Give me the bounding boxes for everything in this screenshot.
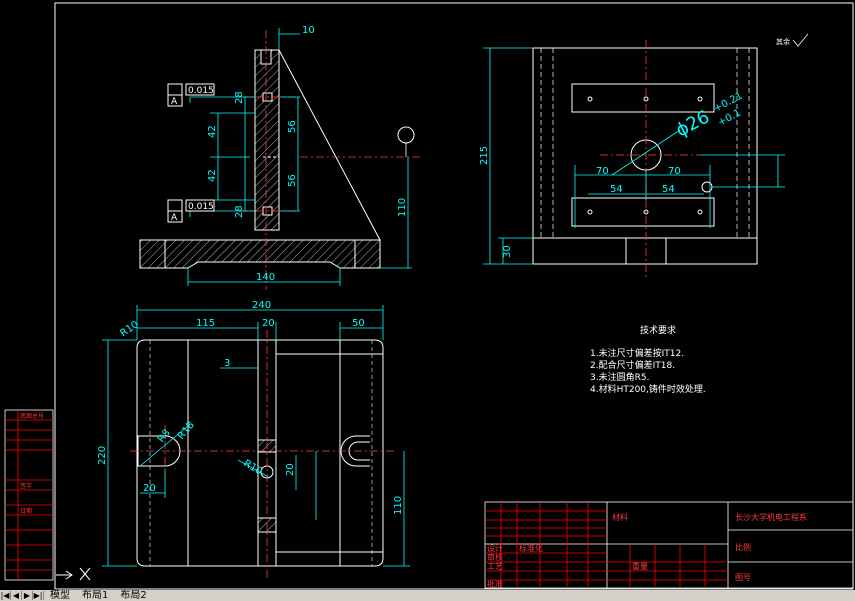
ucs-icon <box>56 567 91 581</box>
dim-30: 30 <box>502 245 513 258</box>
title-process: 工艺 <box>487 562 503 571</box>
top-view <box>136 339 384 567</box>
title-sheet: 图号 <box>735 573 751 582</box>
tab-model[interactable]: 模型 <box>50 590 70 601</box>
dim-20-b: 20 <box>143 483 156 494</box>
dim-42-b: 42 <box>207 169 218 182</box>
drawing-frame <box>54 2 854 590</box>
dim-140: 140 <box>256 272 275 283</box>
datum-circle <box>397 126 415 144</box>
title-check: 审核 <box>487 552 503 562</box>
dim-115: 115 <box>196 318 215 329</box>
dim-20-c: 20 <box>285 463 296 476</box>
side-dimensions <box>483 47 785 265</box>
left-label-2: 签字 <box>20 482 32 490</box>
tab-last-icon[interactable]: ▶| <box>33 591 44 600</box>
dim-56-a: 56 <box>287 120 298 133</box>
tol-datum-1: A <box>171 97 178 107</box>
dim-215: 215 <box>479 146 490 165</box>
dim-r10-b: R10 <box>242 458 265 477</box>
dim-220: 220 <box>97 446 108 465</box>
dim-240: 240 <box>252 300 271 311</box>
dim-28-b: 28 <box>234 205 245 218</box>
tab-prev-icon[interactable]: ◀ <box>11 591 22 600</box>
tab-first-icon[interactable]: |◀ <box>0 591 11 600</box>
title-school: 长沙大学机电工程系 <box>735 512 807 522</box>
top-dimensions <box>102 305 410 567</box>
tab-layout2[interactable]: 布局2 <box>120 590 147 601</box>
left-label-1: 底图总号 <box>20 412 44 420</box>
roughness-note: 其余 <box>776 37 790 46</box>
note-2: 2.配合尺寸偏差IT18. <box>590 359 675 371</box>
dim-56-b: 56 <box>287 174 298 187</box>
left-label-3: 日期 <box>20 507 32 515</box>
dim-54-a: 54 <box>610 184 623 195</box>
dim-r10-a: R10 <box>118 319 140 339</box>
note-3: 3.未注圆角R5. <box>590 371 649 383</box>
dim-50: 50 <box>352 318 365 329</box>
front-section-view <box>139 49 381 269</box>
dim-42-a: 42 <box>207 125 218 138</box>
note-1: 1.未注尺寸偏差按IT12. <box>590 347 684 359</box>
tolerance-frame-2: 0.015 A <box>167 199 215 223</box>
dim-54-b: 54 <box>662 184 675 195</box>
title-weight: 重量 <box>632 561 648 571</box>
title-design: 设计 <box>487 543 503 553</box>
dim-70-a: 70 <box>596 166 609 177</box>
dim-110-a: 110 <box>397 198 408 217</box>
side-view <box>532 47 758 265</box>
title-block <box>484 501 854 589</box>
front-dimensions <box>187 28 412 286</box>
tol-value-2: 0.015 <box>188 202 214 212</box>
layout-tab-bar: |◀ ◀ ▶ ▶| 模型 布局1 布局2 <box>0 590 855 601</box>
tab-layout1[interactable]: 布局1 <box>82 590 109 601</box>
dim-20-a: 20 <box>262 318 275 329</box>
notes-title: 技术要求 <box>640 324 676 336</box>
roughness-symbol-icon <box>792 33 809 47</box>
technical-notes: 技术要求 1.未注尺寸偏差按IT12. 2.配合尺寸偏差IT18. 3.未注圆角… <box>590 324 706 395</box>
dim-r18: R18 <box>176 420 197 442</box>
note-4: 4.材料HT200,铸件时效处理. <box>590 383 706 395</box>
dim-70-b: 70 <box>668 166 681 177</box>
left-side-panel <box>4 409 54 581</box>
tab-next-icon[interactable]: ▶ <box>22 591 33 600</box>
title-material: 材料 <box>612 512 628 522</box>
dim-3: 3 <box>224 358 230 369</box>
title-standard: 标准化 <box>519 543 543 553</box>
dim-28-a: 28 <box>234 91 245 104</box>
dim-110-b: 110 <box>393 496 404 515</box>
dim-r8: R8 <box>156 428 173 445</box>
tol-value-1: 0.015 <box>188 86 214 96</box>
tol-datum-2: A <box>171 213 178 223</box>
dim-10-top: 10 <box>302 25 315 36</box>
title-approve: 批准 <box>487 579 503 589</box>
dim-tol-upper: +0.21 <box>712 91 744 115</box>
tolerance-frame-1: 0.015 A <box>167 83 215 107</box>
title-scale: 比例 <box>735 542 751 552</box>
